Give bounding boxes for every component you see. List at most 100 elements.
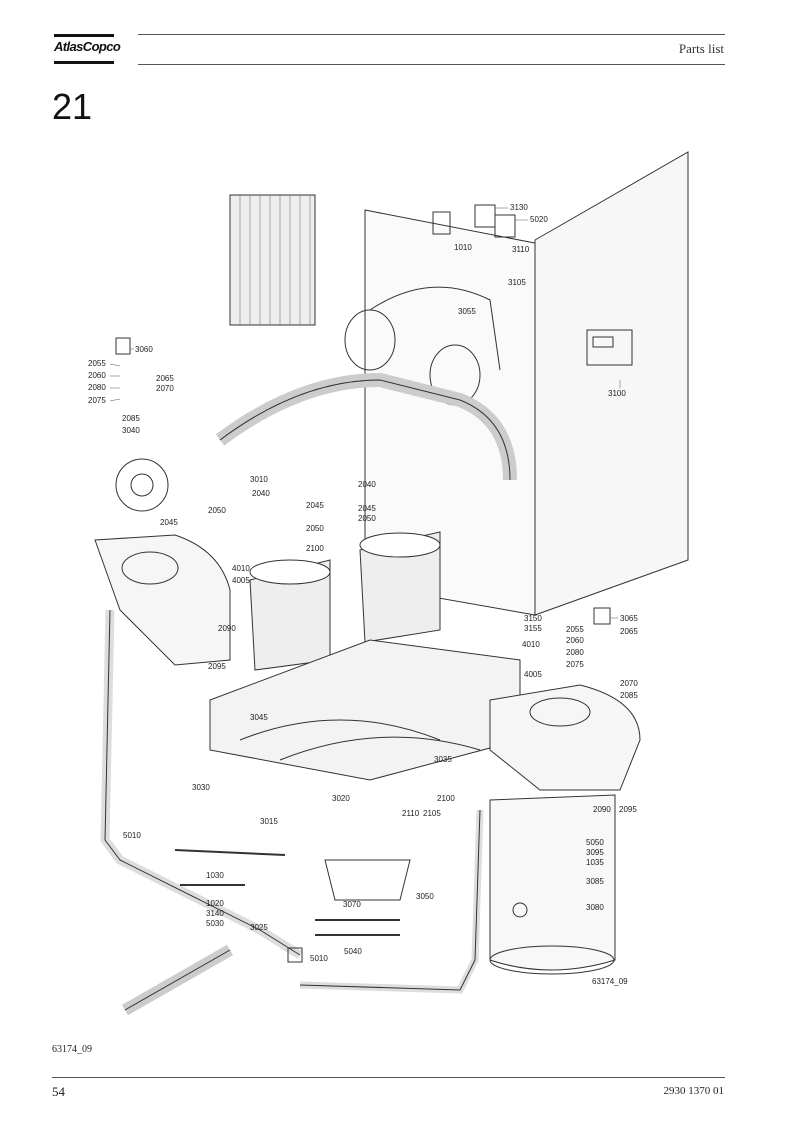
part-label: 3035 (434, 755, 452, 764)
part-label: 4005 (232, 576, 250, 585)
controller-display (586, 329, 633, 366)
part-label: 3150 (524, 614, 542, 623)
part-label: 3140 (206, 909, 224, 918)
logo-text: AtlasCopco (54, 39, 121, 54)
part-label: 3110 (512, 245, 530, 254)
part-label: 5010 (310, 954, 328, 963)
relay-3130 (474, 204, 496, 228)
part-label: 2100 (306, 544, 324, 553)
part-label: 1010 (454, 243, 472, 252)
part-label: 2040 (252, 489, 270, 498)
sensor-3060 (115, 337, 131, 355)
compressor-stage-1-top (249, 559, 331, 585)
part-label: 1020 (206, 899, 224, 908)
part-labels: 3130 5020 1010 3110 3105 3055 3060 2055 … (88, 203, 638, 986)
outlet-pipe-outline (124, 949, 231, 1011)
part-label: 2100 (437, 794, 455, 803)
part-label: 3130 (510, 203, 528, 212)
footer-rule (52, 1077, 725, 1078)
part-label: 5050 (586, 838, 604, 847)
sensor-3065 (593, 607, 611, 625)
return-pipe-outline (299, 809, 481, 991)
intake-housing (369, 286, 501, 371)
section-number: 21 (52, 86, 93, 127)
right-housing-port (529, 697, 591, 727)
part-label: 2060 (566, 636, 584, 645)
part-label: 3100 (608, 389, 626, 398)
part-label: 5040 (344, 947, 362, 956)
controller-screen (592, 336, 614, 348)
part-label: 1030 (206, 871, 224, 880)
logo-top-bar (54, 34, 114, 37)
right-housing (489, 684, 641, 791)
vessel-bottom (489, 945, 615, 975)
part-label: 2105 (423, 809, 441, 818)
part-label: 3080 (586, 903, 604, 912)
part-label: 2045 (306, 501, 324, 510)
inlet-flange-bore (130, 473, 154, 497)
part-label: 3010 (250, 475, 268, 484)
main-pipe-outline (219, 379, 511, 481)
header-rule-bottom (138, 64, 725, 65)
part-label: 3025 (250, 923, 268, 932)
part-label: 2045 (358, 504, 376, 513)
inlet-flange (115, 458, 169, 512)
drain-pipe-outline (104, 609, 301, 956)
part-label: 5020 (530, 215, 548, 224)
logo-bottom-bar (54, 61, 114, 64)
cable-harness-3 (324, 859, 411, 901)
page-number: 54 (52, 1084, 65, 1099)
part-label: 2065 (620, 627, 638, 636)
part-label: 2050 (306, 524, 324, 533)
part-label: 3070 (343, 900, 361, 909)
part-label: 3095 (586, 848, 604, 857)
part-label: 2070 (620, 679, 638, 688)
atlas-copco-logo: AtlasCopco (54, 34, 121, 66)
part-label: 2040 (358, 480, 376, 489)
gear-casing-rib-1 (239, 719, 441, 741)
header-title: Parts list (678, 41, 724, 56)
part-label: 2050 (208, 506, 226, 515)
part-label: 3055 (458, 307, 476, 316)
part-label: 3105 (508, 278, 526, 287)
part-label: 2075 (88, 396, 106, 405)
relay-5020 (494, 214, 516, 238)
part-label: 2095 (619, 805, 637, 814)
part-label: 4010 (232, 564, 250, 573)
part-label: 2065 (156, 374, 174, 383)
part-label: 2075 (566, 660, 584, 669)
part-label: 3065 (620, 614, 638, 623)
part-label: 2050 (358, 514, 376, 523)
part-label: 2080 (566, 648, 584, 657)
drawing-code: 63174_09 (592, 977, 628, 986)
part-label: 2095 (208, 662, 226, 671)
air-receiver-vessel (489, 794, 616, 971)
part-label: 3015 (260, 817, 278, 826)
vessel-port (512, 902, 528, 918)
part-label: 3020 (332, 794, 350, 803)
left-housing (94, 534, 231, 666)
document-number: 2930 1370 01 (663, 1085, 725, 1097)
part-label: 2055 (88, 359, 106, 368)
part-label: 2070 (156, 384, 174, 393)
part-label: 3085 (586, 877, 604, 886)
part-label: 3060 (135, 345, 153, 354)
part-label: 2110 (402, 809, 420, 818)
relay-1010 (432, 211, 451, 235)
cooler-block (229, 194, 316, 326)
sensor-5010 (287, 947, 303, 963)
compressor-stage-2-top (359, 532, 441, 558)
part-label: 2055 (566, 625, 584, 634)
part-label: 3155 (524, 624, 542, 633)
exploded-parts-drawing: 3130 5020 1010 3110 3105 3055 3060 2055 … (88, 151, 689, 1016)
part-label: 3050 (416, 892, 434, 901)
part-label: 5010 (123, 831, 141, 840)
part-label: 2085 (122, 414, 140, 423)
part-label: 2090 (218, 624, 236, 633)
left-housing-port (121, 551, 179, 585)
part-label: 4010 (522, 640, 540, 649)
part-label: 4005 (524, 670, 542, 679)
part-label: 2085 (620, 691, 638, 700)
part-label: 5030 (206, 919, 224, 928)
part-label: 2060 (88, 371, 106, 380)
